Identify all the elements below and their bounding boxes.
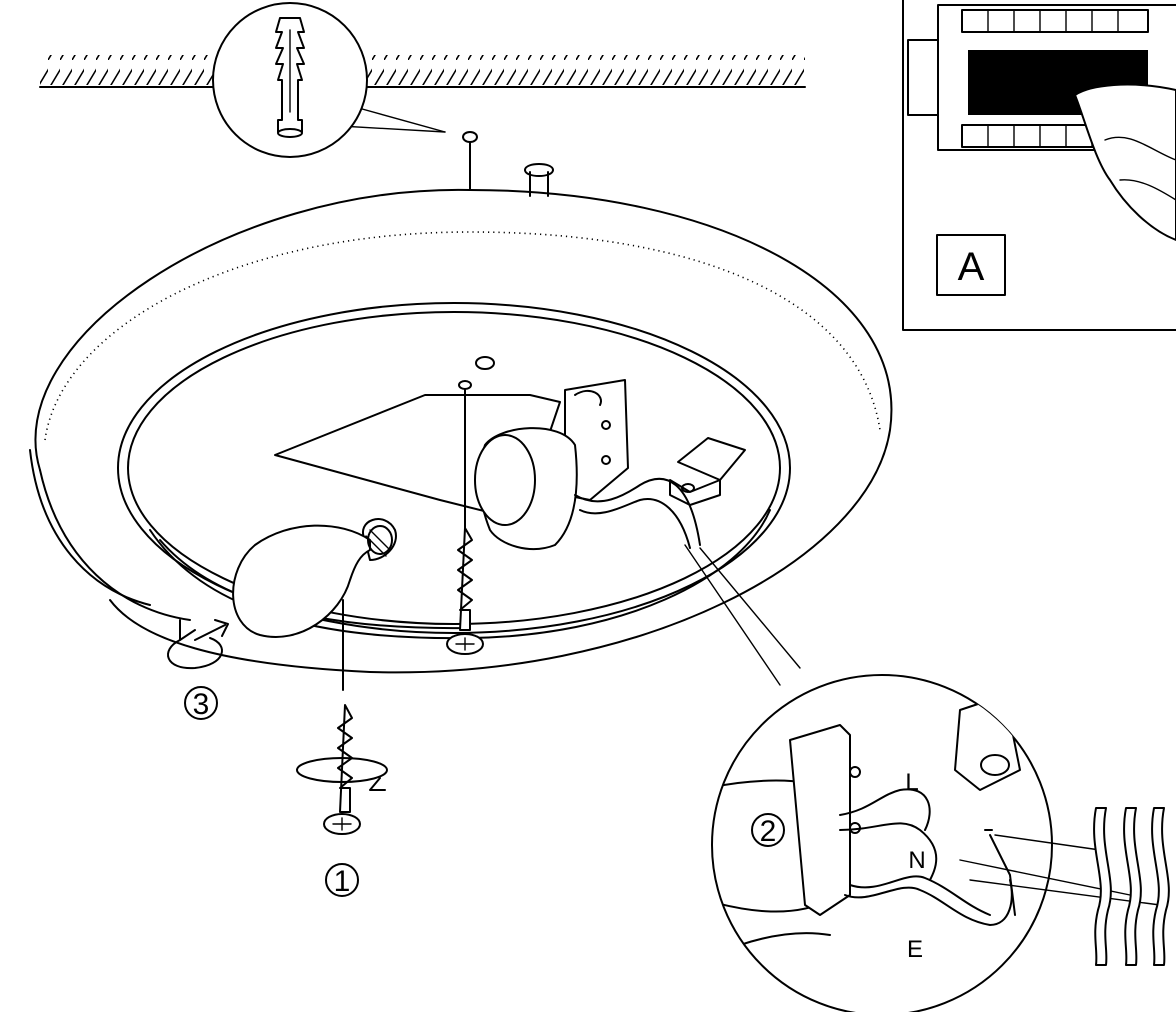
light-bulb — [232, 518, 397, 691]
breaker-terminals-top — [961, 9, 1149, 33]
mains-wires — [1093, 807, 1170, 966]
wall-plug-icon — [275, 17, 305, 138]
rotate-arrow-icon — [167, 619, 229, 670]
step-1-label: 1 — [334, 865, 351, 898]
breaker-panel: A — [902, 0, 1176, 331]
step-1-marker: 1 — [325, 863, 359, 898]
step-2-label: 2 — [760, 815, 777, 848]
panel-label-box — [936, 234, 1006, 296]
step-3-label: 3 — [193, 688, 210, 721]
panel-label: A — [958, 245, 985, 289]
screw-with-rotation — [296, 704, 388, 835]
step-2-marker: 2 — [751, 813, 785, 848]
lamp-holder — [474, 379, 746, 550]
screw-center — [446, 389, 484, 655]
hand-icon — [1074, 83, 1176, 241]
neutral-wire-label: N — [908, 847, 925, 874]
earth-wire-label: E — [907, 936, 923, 963]
ceiling-holes — [462, 131, 554, 197]
ceiling — [39, 55, 806, 88]
step-3-marker: 3 — [184, 686, 218, 721]
wiring-detail: L N E — [684, 544, 1161, 1012]
live-wire-label: L — [905, 769, 918, 796]
wall-plug-detail — [212, 2, 446, 158]
